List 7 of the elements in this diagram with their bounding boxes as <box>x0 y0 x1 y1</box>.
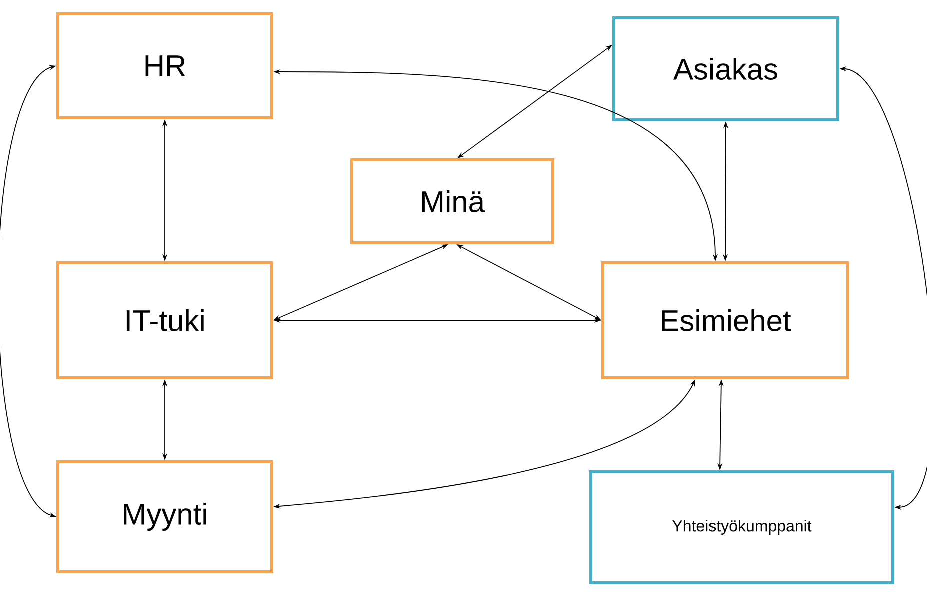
box: Minä <box>350 158 554 244</box>
box: HR <box>56 12 274 120</box>
box: Asiakas <box>612 16 840 122</box>
box: Yhteistyökumppanit <box>590 470 894 584</box>
box: Myynti <box>56 460 274 574</box>
box: IT-tuki <box>56 262 274 380</box>
box: Esimiehet <box>602 262 850 380</box>
